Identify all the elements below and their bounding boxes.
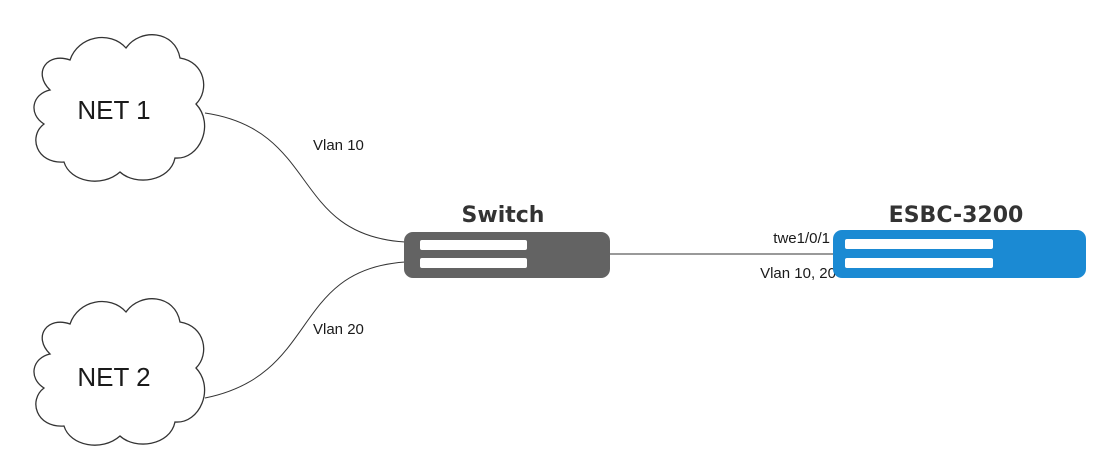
cloud-net1-label: NET 1 [77, 95, 150, 125]
esbc-slot-bottom [845, 258, 993, 268]
switch-device: Switch [404, 203, 610, 278]
cloud-net1-shape [33, 34, 206, 182]
link-net2-vlan-label: Vlan 20 [313, 321, 364, 338]
cloud-net2-label: NET 2 [77, 362, 150, 392]
link-net2-switch [204, 261, 406, 399]
esbc-body [833, 230, 1086, 278]
esbc-device: ESBC-3200 [833, 203, 1086, 278]
cloud-net1: NET 1 [33, 34, 206, 182]
esbc-slot-top [845, 239, 993, 249]
switch-body [404, 232, 610, 278]
cloud-net2-shape [33, 298, 206, 446]
link-net1-switch [204, 112, 406, 243]
switch-slot-bottom [420, 258, 527, 268]
esbc-port-label: twe1/0/1 [773, 230, 830, 247]
switch-slot-top [420, 240, 527, 250]
esbc-title: ESBC-3200 [889, 203, 1024, 228]
esbc-vlan-label: Vlan 10, 20 [760, 265, 836, 282]
cloud-net2: NET 2 [33, 298, 206, 446]
link-net1-vlan-label: Vlan 10 [313, 137, 364, 154]
switch-title: Switch [462, 203, 545, 228]
